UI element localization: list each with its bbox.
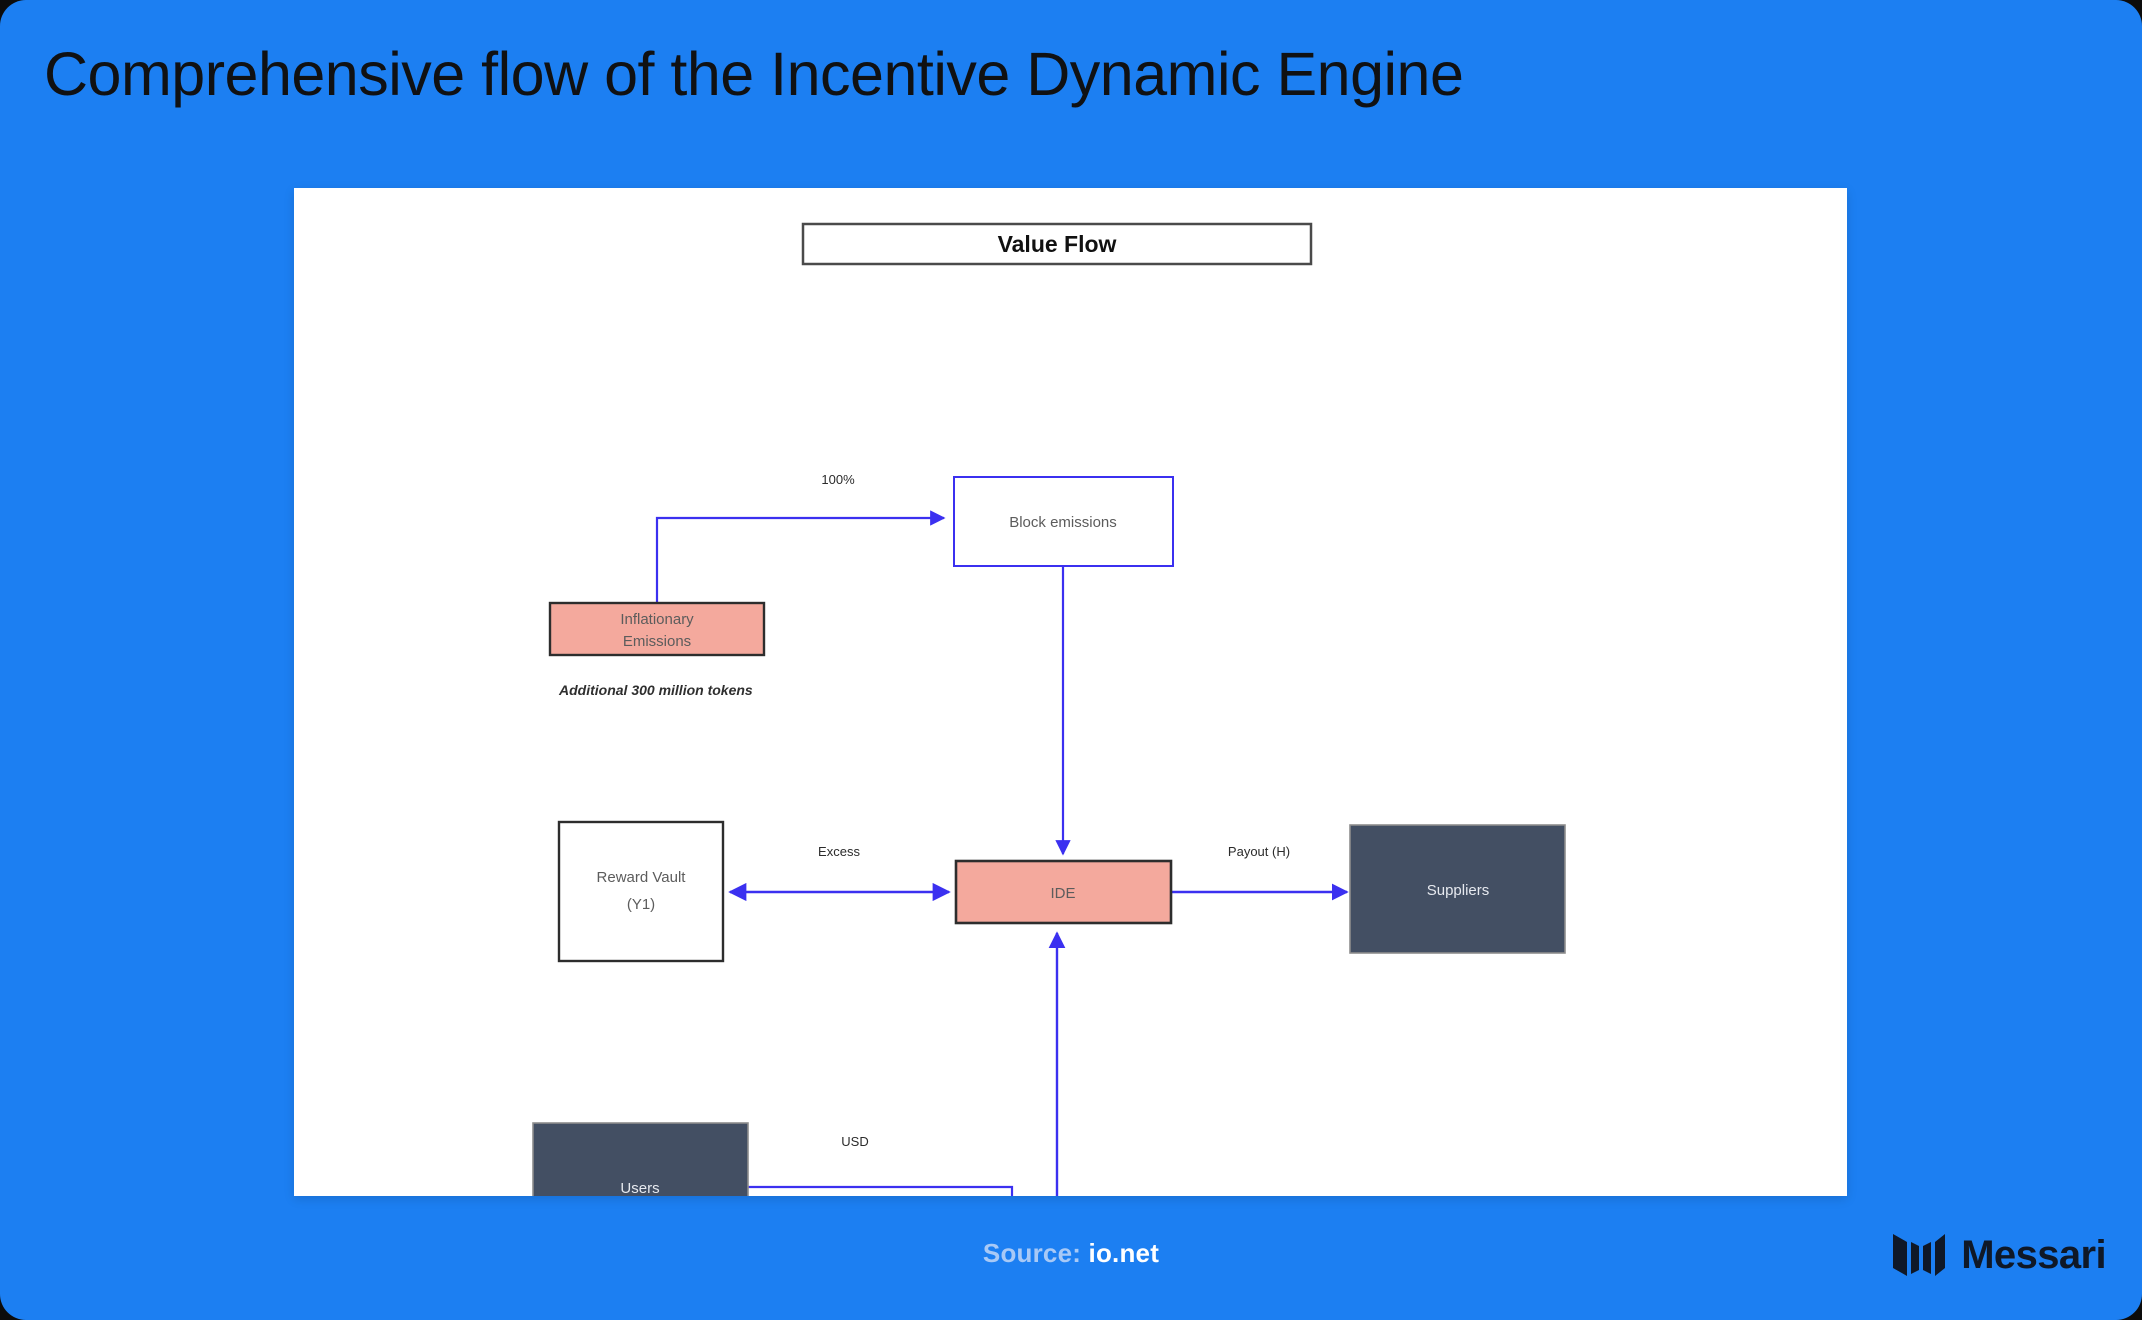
messari-logo-icon: [1893, 1234, 1946, 1276]
value-flow-title-text: Value Flow: [998, 231, 1117, 257]
value-flow-diagram: Value Flow 100% Excess Payout (H) USD: [532, 222, 1566, 1196]
edge-label-excess: Excess: [818, 844, 860, 859]
value-flow-title-box: Value Flow: [801, 222, 1313, 266]
page-title: Comprehensive flow of the Incentive Dyna…: [44, 40, 1464, 108]
inflationary-emissions-note: Additional 300 million tokens: [558, 682, 753, 698]
edge-label-hundred-percent: 100%: [821, 472, 855, 487]
edge-users-to-fee-vault: [747, 1185, 1014, 1196]
messari-brand: Messari: [1891, 1232, 2107, 1278]
edge-label-usd: USD: [841, 1134, 868, 1149]
node-suppliers[interactable]: Suppliers: [1349, 824, 1566, 954]
node-reward-vault[interactable]: Reward Vault (Y1): [557, 820, 725, 963]
node-users[interactable]: Users: [532, 1122, 749, 1196]
source-label: Source:: [982, 1238, 1082, 1268]
source-value: io.net: [1088, 1238, 1160, 1268]
node-inflationary-emissions-label-line2: Emissions: [623, 633, 691, 650]
node-suppliers-label: Suppliers: [1427, 882, 1490, 899]
node-block-emissions-label: Block emissions: [1009, 514, 1117, 531]
edge-inflationary-to-block-emissions: [655, 510, 946, 603]
node-ide-label: IDE: [1050, 885, 1075, 902]
edge-label-payout: Payout (H): [1228, 844, 1290, 859]
node-inflationary-emissions-label-line1: Inflationary: [620, 611, 694, 628]
node-block-emissions[interactable]: Block emissions: [953, 476, 1174, 567]
messari-wordmark: Messari: [1961, 1233, 2106, 1277]
diagram-panel: Value Flow 100% Excess Payout (H) USD: [294, 188, 1847, 1196]
source-line: Source: io.net: [0, 1238, 2142, 1269]
node-users-label: Users: [620, 1180, 659, 1196]
node-inflationary-emissions[interactable]: Inflationary Emissions: [548, 601, 766, 657]
node-reward-vault-label-line2: (Y1): [627, 896, 655, 913]
node-ide[interactable]: IDE: [954, 859, 1173, 925]
node-reward-vault-label-line1: Reward Vault: [597, 869, 687, 886]
